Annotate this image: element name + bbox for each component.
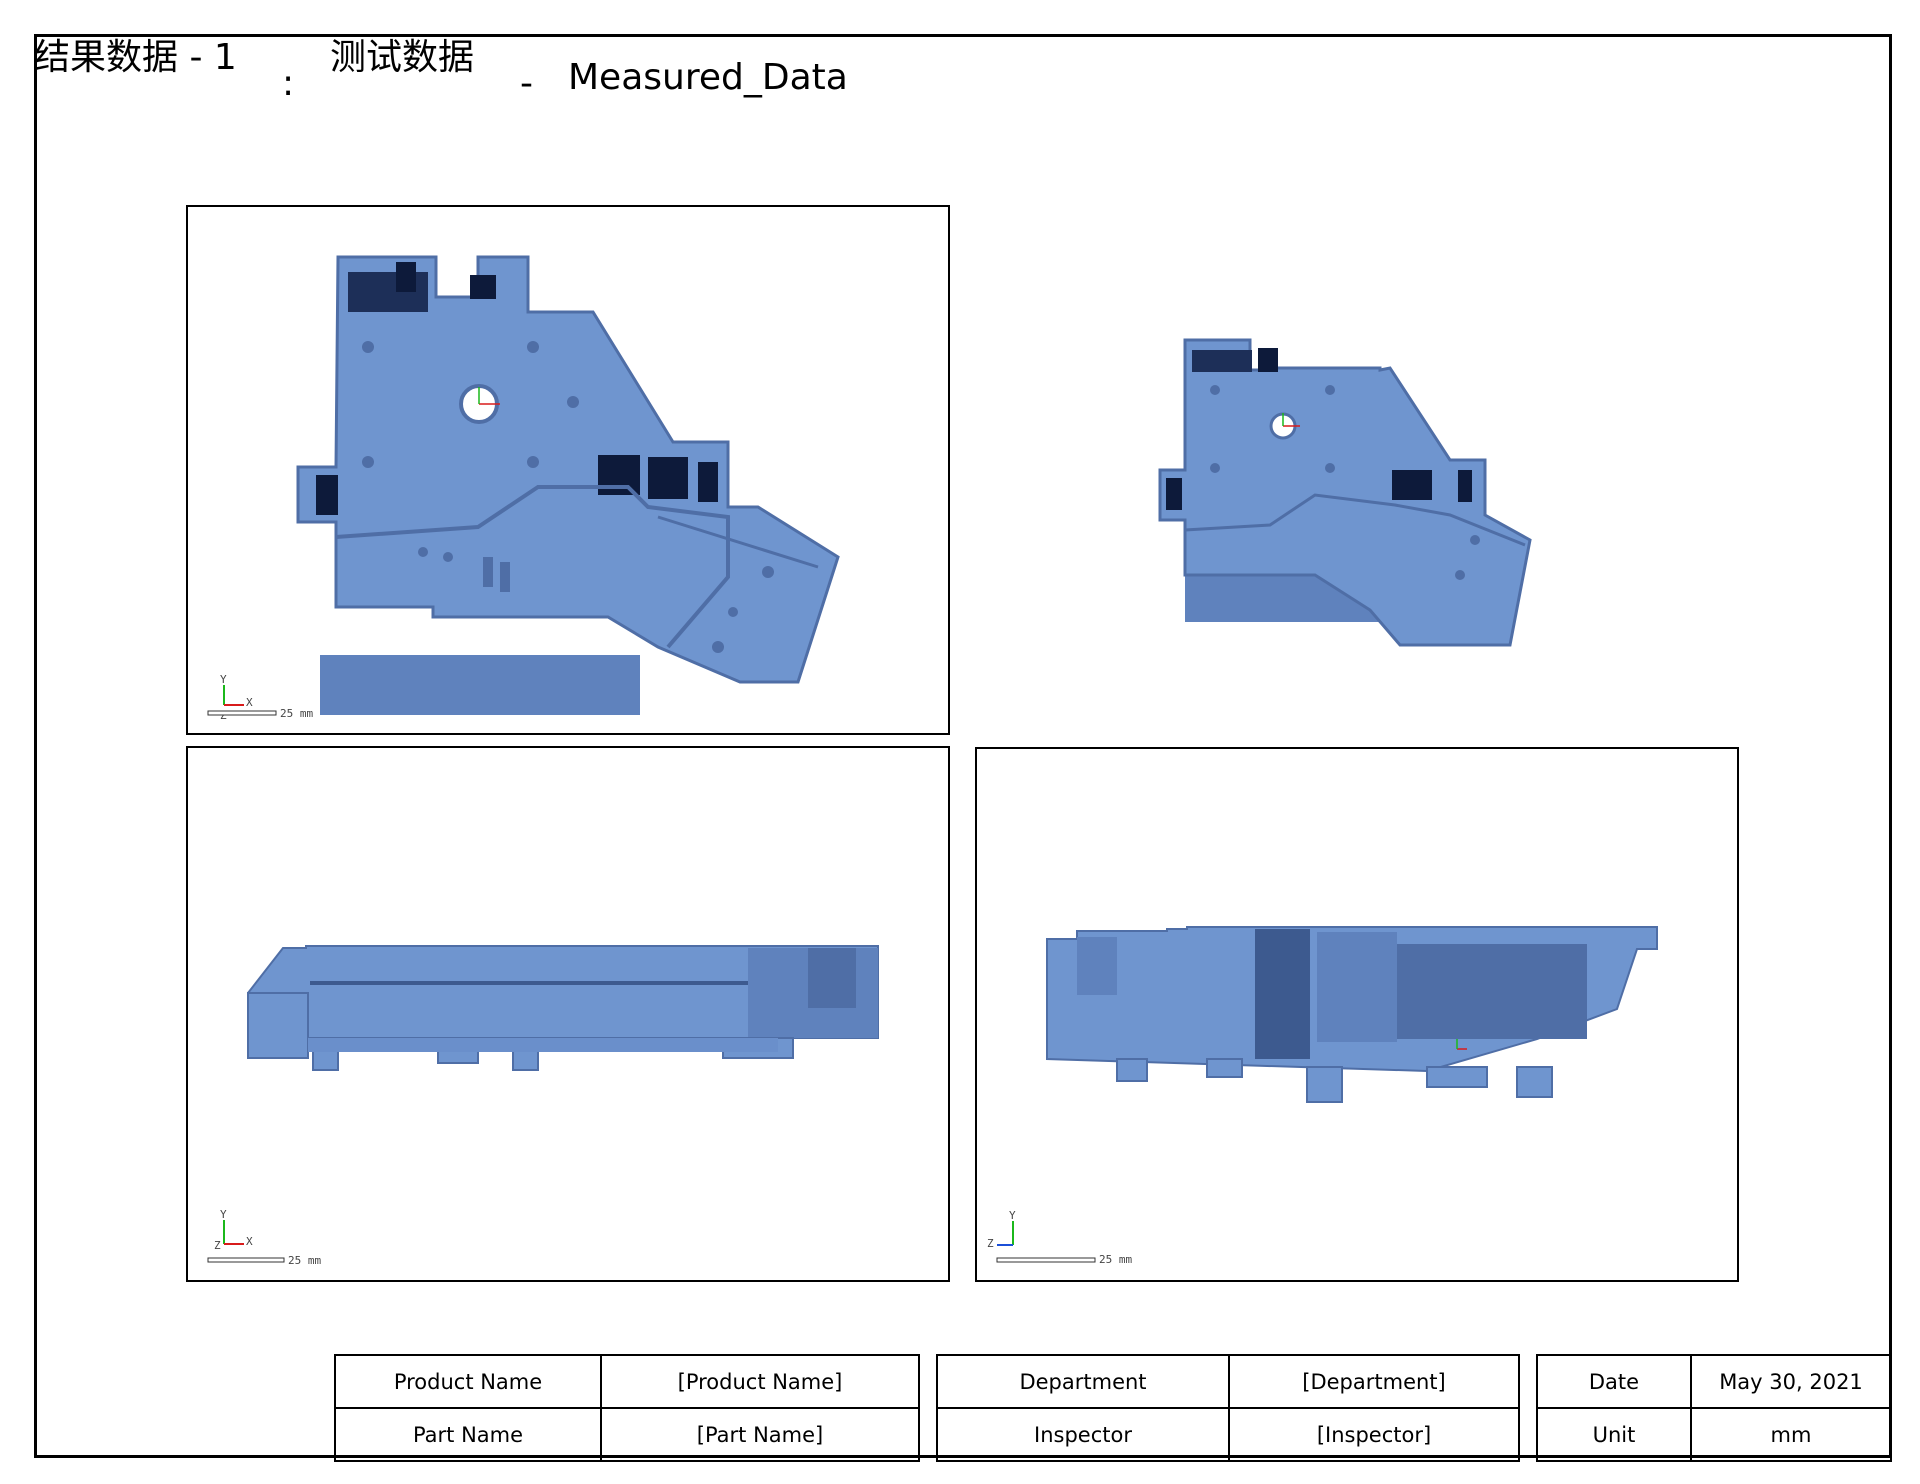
top-view-model: Y X Z 25 mm (207, 255, 840, 722)
title-dash: - (520, 63, 533, 104)
part-side-view (1046, 926, 1658, 1103)
date-value: May 30, 2021 (1690, 1354, 1892, 1409)
product-info-table: Product Name [Product Name] Part Name [P… (334, 1354, 920, 1462)
axis-label-x: X (246, 696, 253, 709)
result-data-label: 结果数据 - 1 (34, 37, 237, 78)
report-title: 结果数据 - 1 : 测试数据 - Measured_Data (34, 36, 1034, 126)
department-info-table: Department [Department] Inspector [Inspe… (936, 1354, 1520, 1462)
scale-bar-label: 25 mm (288, 1254, 321, 1267)
axis-label-z: Z (214, 1239, 221, 1252)
test-data-label: 测试数据 (330, 37, 475, 78)
isometric-view-model (1158, 338, 1532, 647)
part-front-view (247, 945, 879, 1071)
department-label: Department (936, 1354, 1230, 1409)
isometric-view-panel (1140, 320, 1560, 650)
axis-label-z: Z (987, 1237, 994, 1250)
part-name-value: [Part Name] (600, 1407, 920, 1462)
scale-bar-label: 25 mm (1099, 1253, 1132, 1266)
inspector-value: [Inspector] (1228, 1407, 1520, 1462)
department-value: [Department] (1228, 1354, 1520, 1409)
top-view-panel: Y X Z 25 mm (186, 205, 950, 735)
side-view-model: Z Y 25 mm (987, 926, 1658, 1266)
date-info-table: Date May 30, 2021 Unit mm (1536, 1354, 1892, 1462)
axis-label-x: X (246, 1235, 253, 1248)
axis-label-y: Y (1009, 1209, 1016, 1222)
scale-bar-label: 25 mm (280, 707, 313, 720)
product-name-value: [Product Name] (600, 1354, 920, 1409)
title-colon: : (282, 63, 295, 104)
axis-label-y: Y (220, 1208, 227, 1221)
axis-triad-icon: Z Y 25 mm (987, 1209, 1132, 1266)
side-view-panel: Z Y 25 mm (975, 747, 1739, 1282)
part-isometric-view (1158, 338, 1532, 647)
product-name-label: Product Name (334, 1354, 602, 1409)
inspector-label: Inspector (936, 1407, 1230, 1462)
front-view-panel: Y X Z 25 mm (186, 746, 950, 1282)
measured-data-label: Measured_Data (568, 57, 848, 98)
unit-label: Unit (1536, 1407, 1692, 1462)
axis-triad-icon: Y X Z 25 mm (207, 1208, 321, 1267)
axis-triad-icon: Y X Z 25 mm (207, 673, 313, 722)
date-label: Date (1536, 1354, 1692, 1409)
unit-value: mm (1690, 1407, 1892, 1462)
axis-label-y: Y (220, 673, 227, 686)
part-name-label: Part Name (334, 1407, 602, 1462)
front-view-model: Y X Z 25 mm (207, 945, 879, 1267)
part-top-view (296, 255, 840, 715)
